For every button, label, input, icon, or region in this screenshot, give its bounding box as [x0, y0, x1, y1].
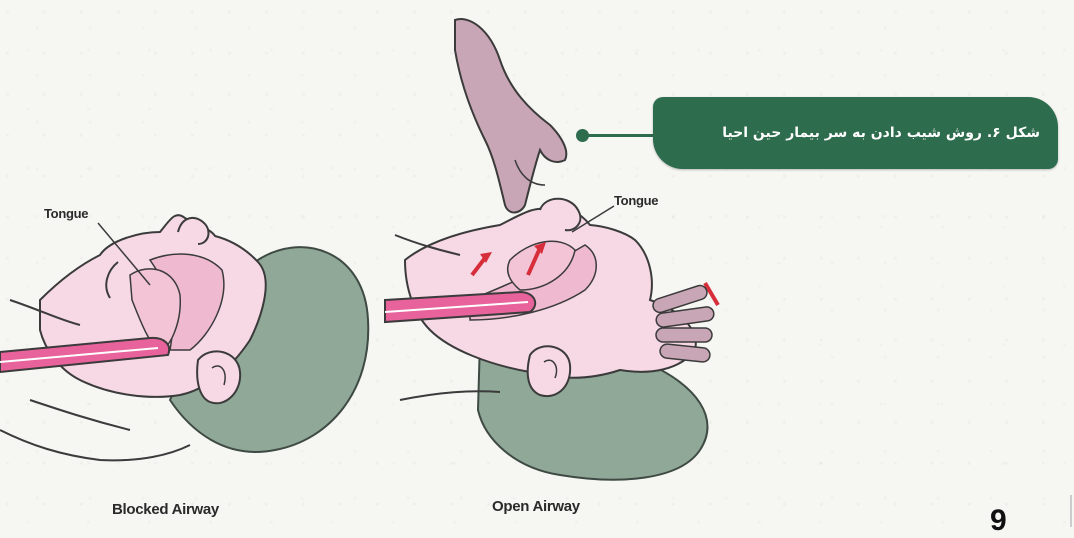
open-airway-head: [385, 19, 718, 480]
tongue-label-left: Tongue: [44, 206, 88, 221]
blocked-airway-head: [0, 215, 368, 460]
figure-caption-persian: شکل ۶. روش شیب دادن به سر بیمار حین احیا: [722, 125, 1040, 141]
figure-callout: شکل ۶. روش شیب دادن به سر بیمار حین احیا: [653, 97, 1058, 169]
page-number: 9: [990, 504, 1007, 538]
forehead-hand: [455, 19, 566, 212]
callout-pointer-line: [582, 134, 654, 137]
caption-blocked-airway: Blocked Airway: [112, 501, 219, 518]
tongue-label-right: Tongue: [614, 193, 658, 208]
right-ear: [528, 346, 570, 396]
page-edge: [1070, 495, 1072, 527]
airway-figure: [0, 0, 1074, 527]
callout-pointer-dot: [576, 129, 589, 142]
left-ear: [197, 351, 240, 403]
caption-open-airway: Open Airway: [492, 498, 580, 515]
chin-hand: [651, 284, 714, 363]
